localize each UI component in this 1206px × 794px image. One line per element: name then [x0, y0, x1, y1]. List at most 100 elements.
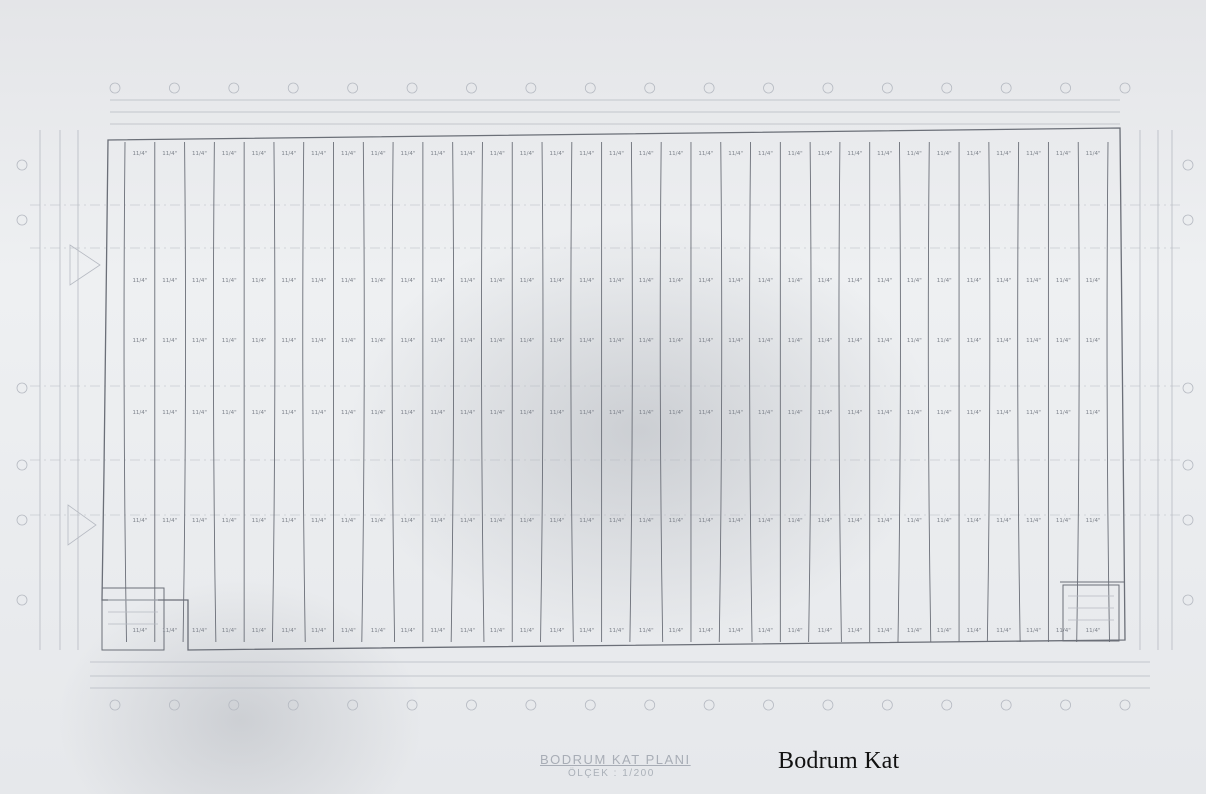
bay-label: 11/4" — [371, 410, 386, 416]
bay-label: 11/4" — [311, 518, 326, 524]
bay-label: 11/4" — [579, 338, 594, 344]
bay-label: 11/4" — [252, 518, 267, 524]
beam-line — [838, 141, 842, 643]
beam-line — [570, 141, 574, 643]
bay-label: 11/4" — [579, 628, 594, 634]
bay-label: 11/4" — [579, 151, 594, 157]
grid-bubble-left — [16, 159, 28, 171]
grid-bubble-top — [1119, 82, 1131, 94]
corner-details — [67, 244, 1114, 625]
bay-label: 11/4" — [341, 410, 356, 416]
bay-label: 11/4" — [401, 338, 416, 344]
bay-label: 11/4" — [430, 410, 445, 416]
grid-bubble-top — [525, 82, 537, 94]
bay-label: 11/4" — [639, 628, 654, 634]
bay-label: 11/4" — [967, 151, 982, 157]
bay-label: 11/4" — [252, 278, 267, 284]
bay-label: 11/4" — [1056, 518, 1071, 524]
bay-label: 11/4" — [609, 151, 624, 157]
bay-label: 11/4" — [490, 518, 505, 524]
bay-label: 11/4" — [341, 151, 356, 157]
grid-bubble-bottom — [169, 699, 180, 711]
grid-bubble-top — [1060, 82, 1071, 94]
bay-label: 11/4" — [460, 628, 475, 634]
beam-line — [718, 141, 723, 643]
bay-label: 11/4" — [758, 410, 773, 416]
bay-label: 11/4" — [1086, 278, 1101, 284]
bay-label: 11/4" — [430, 151, 445, 157]
bay-label: 11/4" — [1056, 628, 1071, 634]
bay-label: 11/4" — [222, 338, 237, 344]
grid-bubble-top — [644, 82, 656, 94]
bay-label: 11/4" — [490, 278, 505, 284]
bay-label: 11/4" — [401, 628, 416, 634]
bay-label: 11/4" — [281, 151, 296, 157]
bay-label: 11/4" — [162, 151, 177, 157]
bay-label: 11/4" — [460, 518, 475, 524]
bay-label: 11/4" — [579, 518, 594, 524]
bay-label: 11/4" — [222, 518, 237, 524]
ramp-symbol — [67, 504, 97, 546]
bay-label: 11/4" — [788, 628, 803, 634]
bay-label: 11/4" — [698, 338, 713, 344]
bay-label: 11/4" — [281, 518, 296, 524]
grid-bubble-left — [16, 382, 28, 394]
plan-outline — [101, 127, 1126, 651]
grid-bubble-bottom — [881, 699, 893, 711]
grid-bubble-bottom — [466, 699, 477, 711]
bay-label: 11/4" — [520, 151, 535, 157]
bay-label: 11/4" — [281, 410, 296, 416]
beam-line — [123, 141, 127, 643]
beam-line — [1076, 141, 1080, 643]
beam-line — [1106, 141, 1110, 643]
beam-line — [749, 141, 753, 643]
bay-label: 11/4" — [847, 338, 862, 344]
beam-line — [182, 141, 186, 643]
bay-label: 11/4" — [609, 278, 624, 284]
grid-bubble-top — [1000, 82, 1012, 94]
bay-label: 11/4" — [669, 151, 684, 157]
bay-label: 11/4" — [907, 278, 922, 284]
bay-label: 11/4" — [162, 410, 177, 416]
bay-label: 11/4" — [877, 410, 892, 416]
grid-bubble-left — [16, 214, 28, 226]
grid-bubble-bottom — [228, 699, 240, 711]
bay-label: 11/4" — [371, 278, 386, 284]
bay-label: 11/4" — [371, 338, 386, 344]
bay-label: 11/4" — [728, 151, 743, 157]
grid-axis-bubbles — [16, 82, 1194, 711]
plan-scale: ÖLÇEK : 1/200 — [568, 768, 655, 779]
bay-label: 11/4" — [281, 278, 296, 284]
bay-label: 11/4" — [669, 410, 684, 416]
bay-label: 11/4" — [549, 410, 564, 416]
bay-label: 11/4" — [341, 278, 356, 284]
bay-label: 11/4" — [371, 628, 386, 634]
bay-label: 11/4" — [1086, 628, 1101, 634]
bay-label: 11/4" — [132, 628, 147, 634]
stair-right — [1062, 584, 1120, 642]
bay-label: 11/4" — [252, 628, 267, 634]
bay-label: 11/4" — [758, 338, 773, 344]
bay-label: 11/4" — [788, 410, 803, 416]
bay-label: 11/4" — [669, 338, 684, 344]
bay-label: 11/4" — [758, 628, 773, 634]
bay-label: 11/4" — [669, 278, 684, 284]
grid-bubble-bottom — [347, 699, 359, 711]
grid-bubble-top — [287, 82, 299, 94]
grid-bubble-bottom — [584, 699, 596, 711]
bay-label: 11/4" — [937, 151, 952, 157]
bay-label: 11/4" — [937, 338, 952, 344]
grid-bubble-right — [1182, 594, 1194, 606]
grid-bubble-bottom — [1119, 699, 1131, 711]
bay-label: 11/4" — [639, 518, 654, 524]
bay-label: 11/4" — [460, 338, 475, 344]
bay-label: 11/4" — [371, 518, 386, 524]
bay-label: 11/4" — [818, 151, 833, 157]
grid-bubble-top — [228, 82, 240, 94]
grid-bubble-bottom — [406, 699, 418, 711]
bay-label: 11/4" — [907, 410, 922, 416]
bay-label: 11/4" — [967, 338, 982, 344]
bay-label: 11/4" — [579, 278, 594, 284]
